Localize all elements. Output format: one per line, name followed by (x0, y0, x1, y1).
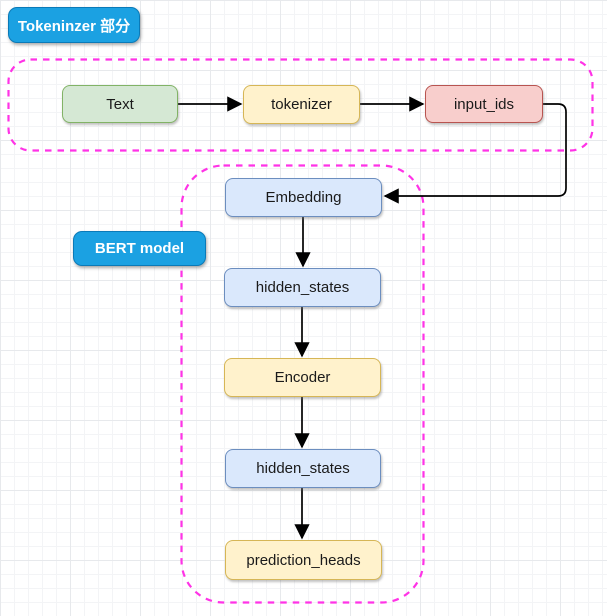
node-embedding: Embedding (225, 178, 382, 217)
node-hidden-states-2: hidden_states (225, 449, 381, 488)
node-input-ids: input_ids (425, 85, 543, 123)
node-prediction-heads: prediction_heads (225, 540, 382, 580)
node-hidden-states-1: hidden_states (224, 268, 381, 307)
node-text: Text (62, 85, 178, 123)
node-encoder: Encoder (224, 358, 381, 397)
tokenizer-section-label: Tokeninzer 部分 (8, 7, 140, 43)
arrow-input-ids-to-embedding (383, 103, 567, 204)
bert-model-label: BERT model (73, 231, 206, 266)
bert-model-container (180, 164, 425, 604)
node-tokenizer: tokenizer (243, 85, 360, 124)
tokenizer-section-container (7, 58, 594, 152)
